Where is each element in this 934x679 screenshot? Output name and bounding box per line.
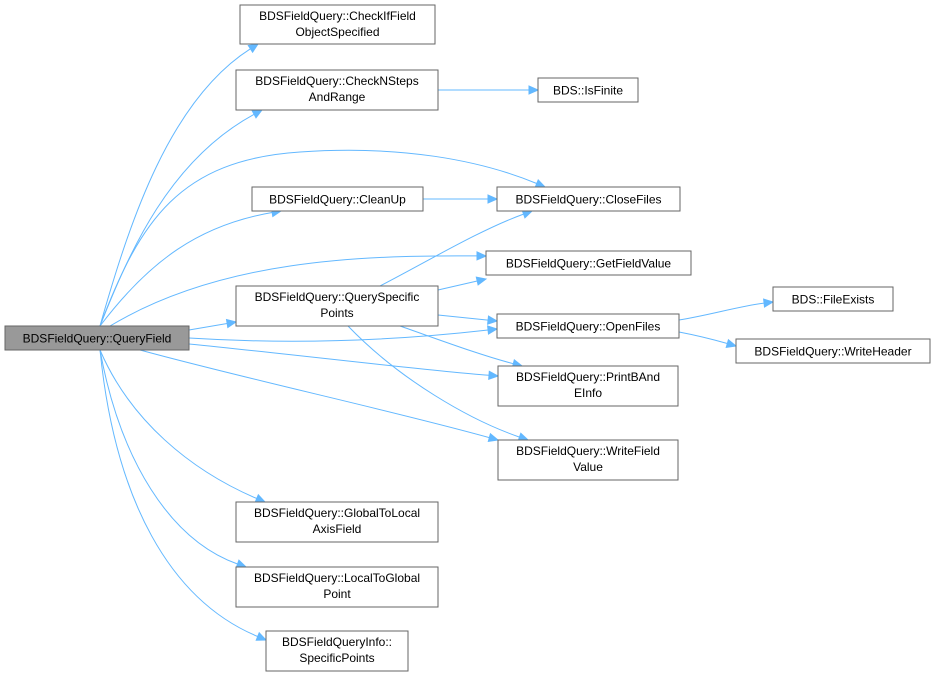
node-label: BDSFieldQuery::QueryField [23, 332, 172, 346]
node-label: BDSFieldQuery::OpenFiles [516, 320, 661, 334]
node-label: BDSFieldQuery::GlobalToLocal [254, 506, 420, 520]
node-label: BDSFieldQuery::PrintBAnd [516, 370, 660, 384]
node-label: ObjectSpecified [295, 25, 379, 39]
arrowhead [225, 318, 238, 329]
node-label: SpecificPoints [299, 651, 374, 665]
node-label: BDSFieldQuery::QuerySpecific [255, 290, 420, 304]
node-label: BDSFieldQuery::CheckIfField [259, 9, 416, 23]
arrowhead [487, 194, 499, 204]
edge-check-nsteps-to-is-finite [438, 85, 540, 95]
nodes-layer: BDSFieldQuery::QueryField BDSFieldQuery:… [4, 4, 931, 672]
edge-query-field-to-check-if-field [99, 43, 260, 327]
node-label: BDS::IsFinite [553, 84, 623, 98]
node-check-if-field-object-specified[interactable]: BDSFieldQuery::CheckIfFieldObjectSpecifi… [239, 4, 436, 45]
node-label: AndRange [309, 90, 366, 104]
node-clean-up[interactable]: BDSFieldQuery::CleanUp [251, 186, 424, 212]
arrowhead [487, 432, 500, 443]
node-label: BDSFieldQuery::CloseFiles [515, 193, 661, 207]
node-label: Point [323, 587, 351, 601]
edge-query-field-to-local-to-global [99, 349, 248, 569]
edge-open-files-to-write-header [678, 331, 738, 349]
arrowhead [475, 276, 488, 286]
node-label: BDSFieldQuery::WriteField [516, 444, 660, 458]
node-write-header[interactable]: BDSFieldQuery::WriteHeader [735, 338, 931, 364]
edge-query-field-to-info-specific-points [99, 349, 268, 641]
edge-query-field-to-global-to-local [99, 349, 267, 503]
edge-query-specific-points-to-get-field-value [437, 276, 488, 291]
arrowhead [255, 631, 268, 641]
arrowhead [487, 315, 499, 325]
arrowhead [763, 298, 775, 308]
node-open-files[interactable]: BDSFieldQuery::OpenFiles [496, 313, 680, 339]
node-label: BDSFieldQueryInfo:: [282, 635, 392, 649]
edge-clean-up-to-close-files [423, 194, 499, 204]
edge-query-field-to-open-files [188, 325, 499, 342]
node-info-specific-points[interactable]: BDSFieldQueryInfo::SpecificPoints [265, 630, 409, 672]
arrowhead [487, 325, 499, 335]
edge-query-field-to-print-band-einfo [188, 343, 500, 381]
node-label: Value [573, 460, 603, 474]
node-label: EInfo [574, 386, 602, 400]
edge-query-field-to-write-field-value [139, 349, 500, 443]
node-close-files[interactable]: BDSFieldQuery::CloseFiles [496, 186, 681, 212]
edges-layer [99, 43, 775, 641]
node-get-field-value[interactable]: BDSFieldQuery::GetFieldValue [485, 250, 692, 276]
node-label: BDSFieldQuery::GetFieldValue [506, 257, 672, 271]
arrowhead [247, 43, 260, 54]
edge-query-field-to-get-field-value [109, 251, 488, 327]
edge-query-field-to-query-specific-points [188, 318, 238, 331]
arrowhead [534, 178, 547, 188]
node-label: Points [320, 306, 353, 320]
arrowhead [488, 370, 500, 381]
arrowhead [528, 85, 540, 95]
node-label: BDSFieldQuery::LocalToGlobal [254, 571, 420, 585]
node-label: BDSFieldQuery::WriteHeader [754, 345, 911, 359]
arrowhead [476, 251, 488, 261]
node-label: BDSFieldQuery::CheckNSteps [255, 74, 418, 88]
node-label: BDSFieldQuery::CleanUp [269, 193, 406, 207]
edge-open-files-to-file-exists [678, 298, 775, 321]
node-is-finite[interactable]: BDS::IsFinite [537, 77, 639, 103]
arrowhead [725, 338, 738, 349]
arrowhead [251, 109, 264, 119]
edge-query-specific-points-to-open-files [437, 314, 499, 325]
node-query-field[interactable]: BDSFieldQuery::QueryField [4, 325, 190, 351]
node-label: BDS::FileExists [792, 293, 875, 307]
node-label: AxisField [313, 522, 362, 536]
arrowhead [254, 493, 267, 503]
node-file-exists[interactable]: BDS::FileExists [772, 286, 894, 312]
